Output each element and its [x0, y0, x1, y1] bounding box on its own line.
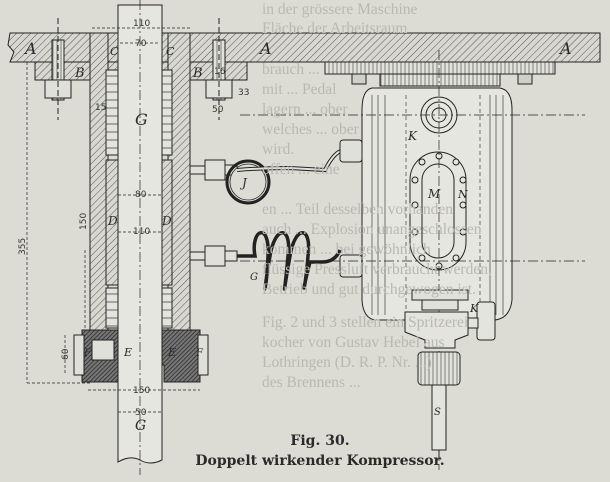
valve-neck — [411, 289, 469, 301]
label-n: N — [457, 188, 468, 201]
screw-icon — [459, 176, 467, 184]
dim-label: 110 — [133, 19, 150, 29]
label-g: G — [135, 418, 146, 434]
label-a: A — [558, 39, 572, 58]
dim-label: 50 — [135, 408, 147, 418]
dim-label: 355 — [18, 238, 28, 255]
screw-icon — [459, 201, 467, 209]
label-b: B — [192, 66, 203, 81]
label-e: E — [123, 346, 132, 359]
dim-label: 150 — [79, 213, 89, 230]
label-d: D — [161, 214, 172, 228]
screw-icon — [411, 176, 419, 184]
label-c: C — [110, 45, 119, 58]
screw-icon — [418, 158, 426, 166]
dim-label: 60 — [61, 348, 71, 360]
label-s: S — [434, 407, 441, 418]
dim-label: 16 — [214, 67, 226, 77]
figure-title: Doppelt wirkender Kompressor. — [195, 453, 445, 469]
figure-number: Fig. 30. — [290, 433, 350, 449]
label-f: F — [83, 348, 92, 359]
tank-inlet-lower — [339, 254, 363, 278]
union-nut — [417, 351, 461, 386]
label-b: B — [74, 66, 85, 81]
fitting-lower — [189, 245, 238, 267]
bolt-left — [44, 18, 72, 120]
right-flange — [324, 61, 556, 75]
dim-label: 15 — [95, 103, 106, 113]
bolt-right — [205, 18, 233, 120]
figure-caption: Fig. 30. Doppelt wirkender Kompressor. — [180, 433, 460, 469]
screw-icon — [459, 228, 467, 236]
label-k: K — [407, 129, 418, 143]
dim-label: 50 — [212, 105, 224, 115]
label-e: E — [167, 346, 176, 359]
dim-label: 70 — [135, 39, 147, 49]
label-f: F — [195, 348, 204, 359]
sight-window-frame — [409, 151, 467, 271]
dim-label: 33 — [238, 88, 249, 98]
screw-icon — [418, 254, 426, 262]
bolt-right-tank — [351, 73, 533, 85]
part-labels: A A A B B C C G G D D E E F F J G K K M … — [23, 39, 572, 434]
spiral-coil — [237, 231, 342, 291]
dimension-labels: 110 70 15 16 33 50 80 110 150 355 60 150… — [18, 19, 249, 418]
label-j: J — [239, 176, 248, 190]
valve-handwheel — [476, 301, 496, 341]
dim-label: 110 — [133, 227, 150, 237]
screw-icon — [411, 201, 419, 209]
label-g: G — [135, 110, 148, 129]
label-d: D — [107, 214, 118, 228]
screw-icon — [411, 228, 419, 236]
dim-label: 150 — [133, 386, 150, 396]
screw-icon — [452, 254, 460, 262]
tank-inlet-upper — [339, 139, 363, 163]
label-c: C — [166, 45, 175, 58]
label-coil: G — [250, 272, 258, 283]
label-a: A — [23, 39, 37, 58]
valve-body — [404, 311, 469, 349]
dim-label: 80 — [135, 190, 147, 200]
housing-left-wall — [89, 32, 109, 334]
label-m: M — [427, 187, 441, 201]
sight-window — [421, 163, 455, 259]
screw-icon — [452, 158, 460, 166]
label-a: A — [258, 39, 272, 58]
label-k: K — [469, 302, 479, 315]
coil-ring — [225, 159, 271, 205]
